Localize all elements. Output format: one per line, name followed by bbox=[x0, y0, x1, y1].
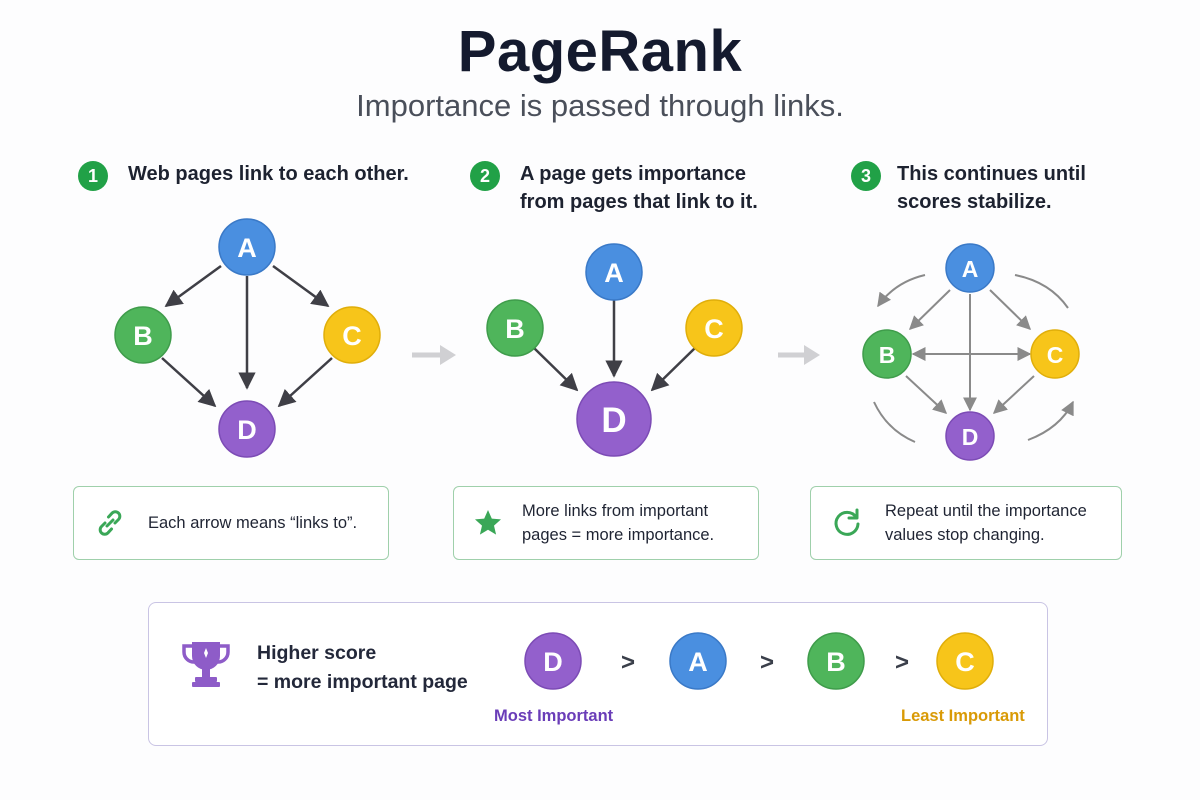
step-3-line-1: This continues until bbox=[897, 163, 1086, 185]
page-subtitle: Importance is passed through links. bbox=[356, 88, 844, 123]
cycle-arrow-bottom-left bbox=[873, 401, 916, 443]
most-important-label: Most Important bbox=[494, 707, 614, 725]
svg-text:C: C bbox=[1047, 342, 1064, 368]
card-2-text: More links from important pages = more i… bbox=[522, 499, 714, 547]
ranking-panel bbox=[148, 602, 1048, 746]
node-c: C bbox=[323, 306, 381, 364]
star-icon bbox=[475, 510, 501, 535]
card-repeat: Repeat until the importance values stop … bbox=[810, 486, 1122, 560]
page-title: PageRank bbox=[457, 19, 743, 84]
edge-a-c bbox=[272, 264, 330, 308]
card-more-links: More links from important pages = more i… bbox=[453, 486, 759, 560]
card-arrow-meaning: Each arrow means “links to”. bbox=[73, 486, 389, 560]
svg-text:B: B bbox=[133, 321, 153, 351]
card-3-line-2: values stop changing. bbox=[885, 526, 1045, 544]
svg-text:A: A bbox=[237, 233, 257, 263]
diagram-2: A B C D bbox=[486, 243, 743, 457]
edge-c-d bbox=[650, 347, 696, 392]
step-2-text: A page gets importance from pages that l… bbox=[520, 160, 758, 216]
step-3-header: 3 This continues until scores stabilize. bbox=[851, 161, 1086, 216]
edge-b-d bbox=[533, 347, 579, 392]
step-1-number: 1 bbox=[78, 161, 108, 191]
edge-a-b bbox=[164, 264, 222, 308]
step-3-line-2: scores stabilize. bbox=[897, 191, 1052, 213]
step-3-number: 3 bbox=[851, 161, 881, 191]
cycle-arrow-top-right bbox=[1014, 274, 1069, 309]
svg-text:C: C bbox=[704, 314, 724, 344]
diagrams-canvas: A B C D A B bbox=[114, 218, 1080, 461]
svg-text:D: D bbox=[601, 401, 626, 440]
node-b: B bbox=[114, 306, 172, 364]
trophy-icon bbox=[182, 642, 230, 687]
svg-text:D: D bbox=[237, 415, 257, 445]
svg-text:B: B bbox=[879, 342, 896, 368]
ranking-caption-line-1: Higher score bbox=[257, 642, 377, 664]
step-2-line-2: from pages that link to it. bbox=[520, 191, 758, 213]
node-a: A bbox=[585, 243, 643, 301]
ranking-caption-line-2: = more important page bbox=[257, 671, 468, 693]
node-b: B bbox=[486, 299, 544, 357]
card-3-text: Repeat until the importance values stop … bbox=[885, 499, 1087, 547]
refresh-icon bbox=[834, 508, 860, 536]
diagram-1: A B C D bbox=[114, 218, 381, 458]
node-a: A bbox=[218, 218, 276, 276]
node-d-large: D bbox=[576, 381, 652, 457]
card-1-text: Each arrow means “links to”. bbox=[148, 511, 357, 535]
edge-a-b bbox=[908, 289, 951, 330]
svg-text:C: C bbox=[342, 321, 362, 351]
node-a: A bbox=[945, 243, 995, 293]
edge-b-d bbox=[161, 357, 217, 408]
cycle-arrow-top-left bbox=[877, 274, 926, 308]
edge-c-d bbox=[992, 375, 1035, 414]
step-2-header: 2 A page gets importance from pages that… bbox=[470, 161, 758, 216]
node-b: B bbox=[862, 329, 912, 379]
svg-text:A: A bbox=[962, 256, 979, 282]
least-important-label: Least Important bbox=[901, 707, 1025, 725]
transition-arrow-1 bbox=[412, 345, 456, 365]
edge-c-d bbox=[277, 357, 333, 408]
step-2-number: 2 bbox=[470, 161, 500, 191]
node-d: D bbox=[945, 411, 995, 461]
svg-text:B: B bbox=[505, 314, 525, 344]
diagram-3: A B C D bbox=[862, 243, 1080, 461]
ranking-caption: Higher score = more important page bbox=[257, 639, 468, 697]
card-2-line-1: More links from important bbox=[522, 502, 709, 520]
step-1-text: Web pages link to each other. bbox=[128, 160, 409, 188]
link-icon bbox=[98, 510, 122, 536]
edge-a-c bbox=[989, 289, 1032, 330]
step-3-text: This continues until scores stabilize. bbox=[897, 160, 1086, 216]
svg-text:D: D bbox=[962, 424, 979, 450]
card-3-line-1: Repeat until the importance bbox=[885, 502, 1087, 520]
card-2-line-2: pages = more importance. bbox=[522, 526, 715, 544]
edge-b-d bbox=[905, 375, 948, 414]
step-2-line-1: A page gets importance bbox=[520, 163, 746, 185]
transition-arrow-2 bbox=[778, 345, 820, 365]
node-c: C bbox=[1030, 329, 1080, 379]
node-c: C bbox=[685, 299, 743, 357]
step-1-line: Web pages link to each other. bbox=[128, 163, 409, 185]
step-1-header: 1 Web pages link to each other. bbox=[78, 161, 409, 191]
cycle-arrow-bottom-right bbox=[1027, 400, 1074, 441]
card-1-line: Each arrow means “links to”. bbox=[148, 514, 358, 532]
node-d: D bbox=[218, 400, 276, 458]
svg-text:A: A bbox=[604, 258, 624, 288]
